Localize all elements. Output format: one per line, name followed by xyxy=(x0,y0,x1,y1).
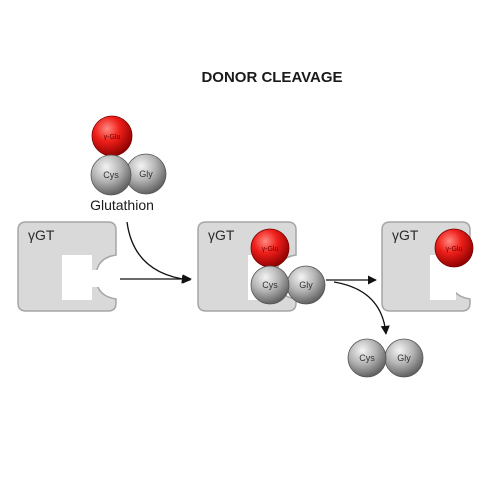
cys-ball-label: Cys xyxy=(262,280,278,290)
glutathione-entry-arrow xyxy=(126,221,191,284)
cys-ball xyxy=(347,338,387,378)
glu-ball-label: γ-Glu xyxy=(446,246,463,253)
enzyme-label: γGT xyxy=(208,227,235,243)
cys-ball xyxy=(250,265,290,305)
cys-ball-label: Cys xyxy=(359,353,375,363)
enzyme-label: γGT xyxy=(28,227,55,243)
enzyme-label: γGT xyxy=(392,227,419,243)
enzyme-active-site xyxy=(62,255,99,300)
acyl-enzyme: γGT γ-Glu xyxy=(381,221,474,312)
glu-ball xyxy=(434,228,474,268)
cysgly-product: Gly Cys xyxy=(347,338,424,378)
glutathione-molecule: γ-Glu Gly Cys xyxy=(90,115,167,196)
gly-ball-label: Gly xyxy=(299,280,313,290)
free-enzyme: γGT xyxy=(17,221,117,312)
glutathion-label: Glutathion xyxy=(90,197,154,213)
glu-ball-label: γ-Glu xyxy=(262,246,279,253)
release-arrow xyxy=(333,281,390,335)
cys-ball-label: Cys xyxy=(103,170,119,180)
gly-ball-label: Gly xyxy=(139,169,153,179)
gly-ball-label: Gly xyxy=(397,353,411,363)
glu-ball-label: γ-Glu xyxy=(104,134,121,141)
cys-ball xyxy=(90,154,132,196)
diagram-title: DONOR CLEAVAGE xyxy=(201,69,342,86)
enzyme-complex: γGT γ-Glu Gly Cys xyxy=(197,221,326,312)
